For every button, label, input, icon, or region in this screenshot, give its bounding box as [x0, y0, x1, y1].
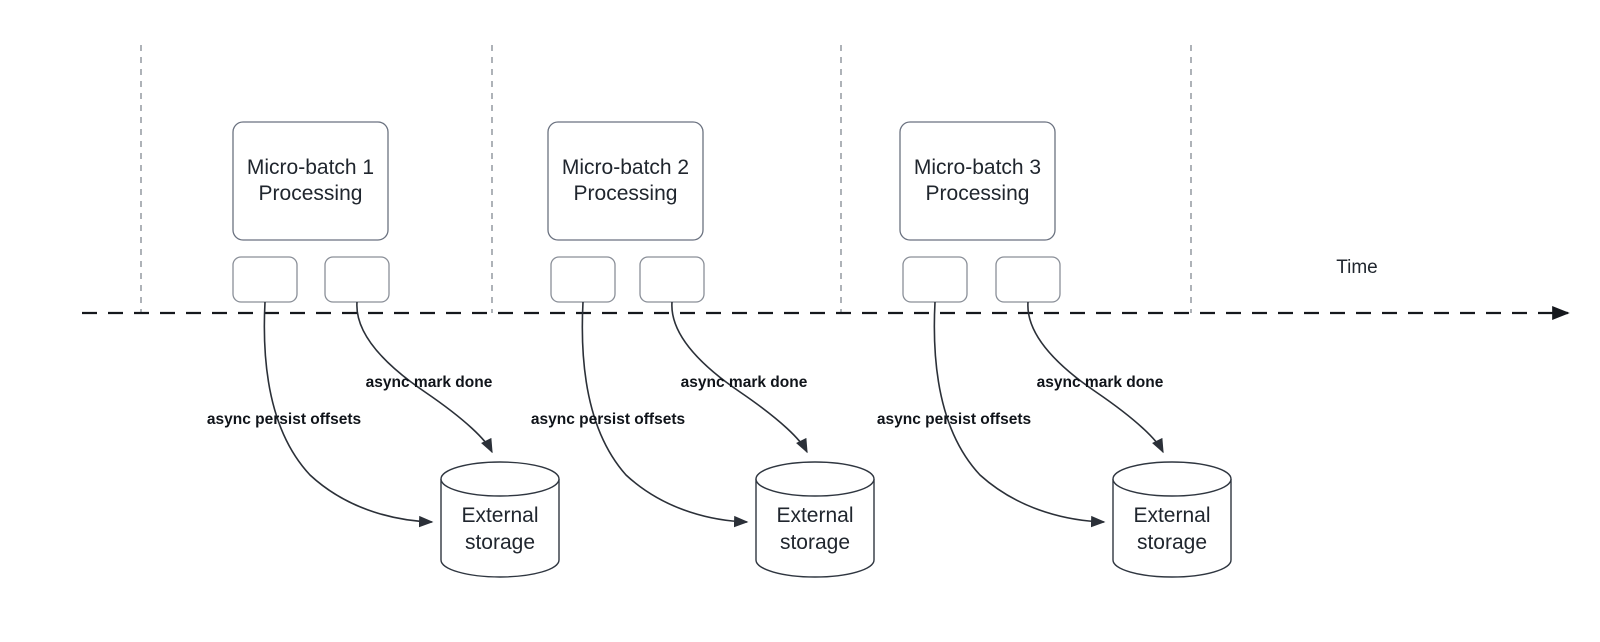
external-storage-2-label-line2: storage [780, 531, 850, 554]
async-persist-offsets-1-arrow [263, 301, 434, 528]
async-mark-done-1-label: async mark done [366, 374, 493, 391]
async-mark-done-2-arrow [671, 301, 808, 454]
external-storage-3-cylinder-body[interactable] [1112, 479, 1232, 578]
async-mark-done-3-arrow [1027, 301, 1164, 454]
micro-batch-2-title-line2: Processing [574, 182, 678, 205]
micro-batch-3-group: Micro-batch 3 Processing async persist off… [877, 121, 1232, 578]
micro-batch-1-group: Micro-batch 1 Processing async persist off… [207, 121, 560, 578]
external-storage-2-label-line1: External [776, 504, 853, 527]
persist-offsets-task-1-box[interactable] [232, 256, 298, 303]
micro-batch-3-box[interactable] [899, 121, 1056, 241]
external-storage-2-cylinder-body[interactable] [755, 479, 875, 578]
micro-batch-3-title-line1: Micro-batch 3 [914, 156, 1041, 179]
persist-offsets-task-2-box[interactable] [550, 256, 616, 303]
micro-batch-2-box[interactable] [547, 121, 704, 241]
persist-offsets-task-3-box[interactable] [902, 256, 968, 303]
mark-done-task-2-box[interactable] [639, 256, 705, 303]
micro-batch-2-group: Micro-batch 2 Processing async persist off… [531, 121, 875, 578]
external-storage-3-cylinder-top [1112, 461, 1232, 497]
micro-batch-1-title-line2: Processing [259, 182, 363, 205]
external-storage-1-label-line1: External [461, 504, 538, 527]
mark-done-task-1-box[interactable] [324, 256, 390, 303]
external-storage-3-label-line2: storage [1137, 531, 1207, 554]
micro-batch-3-title-line2: Processing [926, 182, 1030, 205]
async-persist-offsets-2-arrow [581, 301, 749, 528]
external-storage-1-cylinder-body[interactable] [440, 479, 560, 578]
async-persist-offsets-3-arrow [933, 301, 1106, 528]
micro-batch-1-title-line1: Micro-batch 1 [247, 156, 374, 179]
micro-batch-2-title-line1: Micro-batch 2 [562, 156, 689, 179]
batch-groups: Micro-batch 1 Processing async persist off… [207, 121, 1232, 578]
mark-done-task-3-box[interactable] [995, 256, 1061, 303]
async-persist-offsets-2-label: async persist offsets [531, 411, 685, 428]
micro-batch-1-box[interactable] [232, 121, 389, 241]
external-storage-1-cylinder-top [440, 461, 560, 497]
external-storage-3-label-line1: External [1133, 504, 1210, 527]
external-storage-1-label-line2: storage [465, 531, 535, 554]
async-persist-offsets-3-label: async persist offsets [877, 411, 1031, 428]
external-storage-2-cylinder-top [755, 461, 875, 497]
timeline-tick-group [140, 45, 1192, 313]
async-mark-done-1-arrow [356, 301, 493, 454]
async-persist-offsets-1-label: async persist offsets [207, 411, 361, 428]
time-axis-label: Time [1336, 257, 1378, 278]
async-mark-done-2-label: async mark done [681, 374, 808, 391]
async-mark-done-3-label: async mark done [1037, 374, 1164, 391]
